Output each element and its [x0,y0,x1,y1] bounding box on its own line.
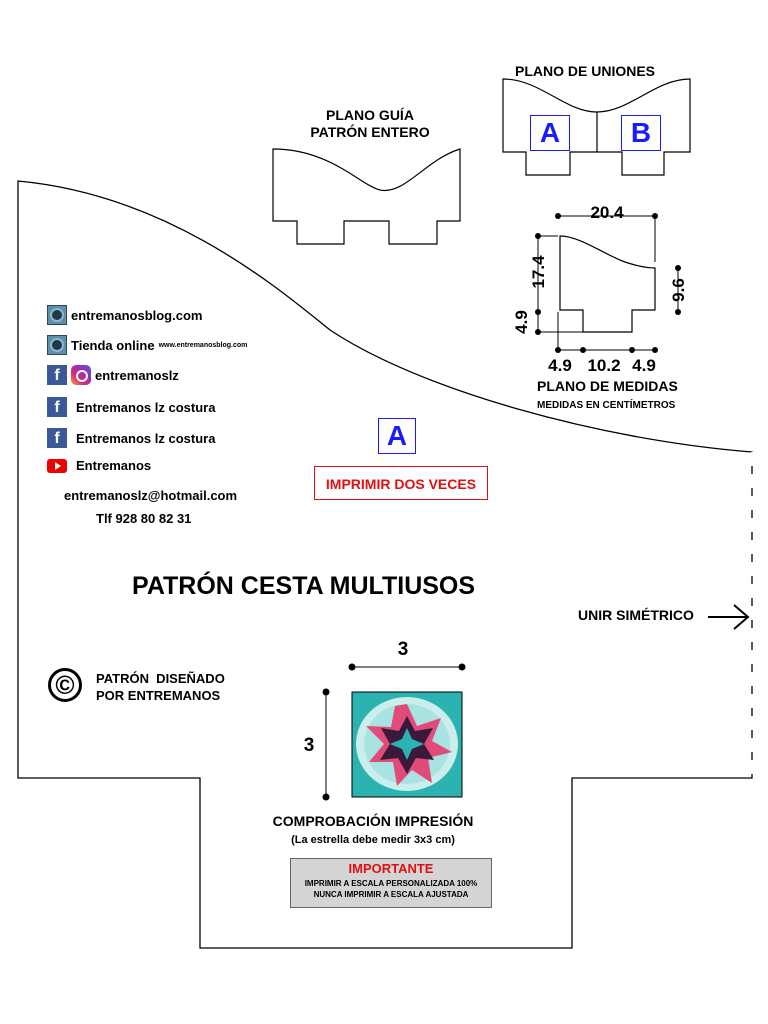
contact-email[interactable]: entremanoslz@hotmail.com [64,488,238,503]
copyright-icon: © [48,668,82,702]
check-dimension-lines [325,666,462,797]
union-shape [502,78,691,176]
star-check-image [351,691,463,798]
important-title: IMPORTANTE [348,861,434,876]
dim-bottom-left: 4.9 [548,356,572,375]
contact-facebook-1[interactable]: f Entremanos lz costura [47,397,215,417]
dim-bottom-middle: 10.2 [587,356,620,375]
shop-url[interactable]: www.entremanosblog.com [158,341,248,349]
contact-instagram[interactable]: f entremanoslz [47,365,179,385]
shop-label[interactable]: Tienda online [71,337,155,353]
copyright-line1: PATRÓN DISEÑADO [96,671,225,686]
plano-guia-line2: PATRÓN ENTERO [310,124,430,140]
plano-medidas-heading: PLANO DE MEDIDAS [537,378,678,394]
union-label-a: A [530,115,570,151]
dim-right: 9.6 [669,278,688,302]
dim-top: 20.4 [590,203,624,222]
check-width-label: 3 [398,639,409,660]
medidas-unit-note: MEDIDAS EN CENTÍMETROS [537,400,676,411]
contact-facebook-2[interactable]: f Entremanos lz costura [47,428,215,448]
copyright-text: PATRÓN DISEÑADO POR ENTREMANOS [96,670,225,704]
facebook-page-2[interactable]: Entremanos lz costura [76,430,216,446]
important-line2: NUNCA IMPRIMIR A ESCALA AJUSTADA [313,890,469,899]
print-check-title: COMPROBACIÓN IMPRESIÓN [272,813,474,829]
copyright-line2: POR ENTREMANOS [96,688,221,703]
plano-uniones-heading: PLANO DE UNIONES [515,63,656,79]
facebook-icon: f [47,397,67,417]
instagram-handle[interactable]: entremanoslz [95,367,179,383]
pattern-outline [17,180,753,949]
plano-guia-line1: PLANO GUÍA [326,107,414,123]
join-symmetric-label: UNIR SIMÉTRICO [578,607,694,623]
arrow-right-icon [708,604,750,630]
contact-shop[interactable]: Tienda online www.entremanosblog.com [47,335,247,355]
important-line1: IMPRIMIR A ESCALA PERSONALIZADA 100% [304,879,478,888]
blog-logo-icon [47,305,67,325]
pattern-piece-label: A [378,418,416,454]
contact-phone: Tlf 928 80 82 31 [96,511,192,526]
youtube-channel[interactable]: Entremanos [76,458,152,473]
contact-youtube[interactable]: Entremanos [47,458,151,473]
dim-bottom-right: 4.9 [632,356,656,375]
dimension-lines [537,215,679,351]
dimension-dots [535,213,681,353]
dim-left-upper: 17.4 [529,255,548,289]
instagram-icon [71,365,91,385]
union-label-b: B [621,115,661,151]
facebook-icon: f [47,428,67,448]
check-height-label: 3 [304,735,315,756]
guide-shape [272,148,461,245]
plano-guia-heading: PLANO GUÍA PATRÓN ENTERO [300,107,440,141]
facebook-page-1[interactable]: Entremanos lz costura [76,399,216,415]
print-check-subtitle: (La estrella debe medir 3x3 cm) [291,834,455,846]
facebook-icon: f [47,365,67,385]
shop-logo-icon [47,335,67,355]
youtube-icon [47,458,67,473]
important-notice: IMPORTANTE IMPRIMIR A ESCALA PERSONALIZA… [290,858,492,908]
contact-blog[interactable]: entremanosblog.com [47,305,202,325]
blog-link[interactable]: entremanosblog.com [71,307,203,323]
main-title: PATRÓN CESTA MULTIUSOS [132,572,476,600]
print-twice-notice: IMPRIMIR DOS VECES [314,466,488,500]
dim-left-lower: 4.9 [512,310,531,334]
measure-shape [559,235,656,333]
